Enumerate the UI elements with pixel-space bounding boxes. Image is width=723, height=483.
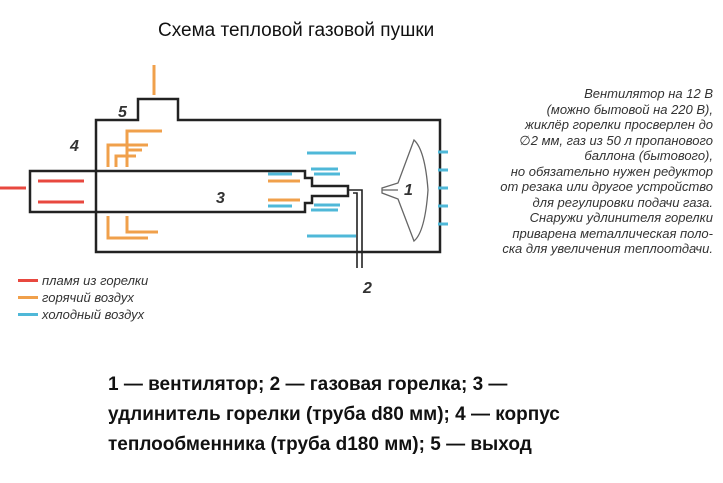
caption-line: удлинитель горелки (труба d80 мм); 4 — к… <box>108 404 560 425</box>
legend-label: горячий воздух <box>42 290 134 305</box>
caption-line: теплообменника (труба d180 мм); 5 — выхо… <box>108 434 532 455</box>
note-line: Вентилятор на 12 В <box>584 86 713 101</box>
diagram-title: Схема тепловой газовой пушки <box>158 20 435 41</box>
legend: пламя из горелки горячий воздух холодный… <box>18 272 148 323</box>
note-line: для регулировки подачи газа. <box>532 194 713 210</box>
note-line: жиклёр горелки просверлен до <box>524 117 713 132</box>
legend-item-cold-air: холодный воздух <box>18 306 148 323</box>
technical-note: Вентилятор на 12 В (можно бытовой на 220… <box>453 86 713 257</box>
legend-item-flame: пламя из горелки <box>18 272 148 289</box>
legend-swatch-hot-air <box>18 296 38 299</box>
caption-line: 1 — вентилятор; 2 — газовая горелка; 3 — <box>108 374 508 395</box>
note-line: от резака или другое устройство <box>500 179 713 194</box>
cold-air-lines <box>268 150 448 238</box>
label-extension: 3 <box>216 190 225 207</box>
note-line: но обязательно нужен редуктор <box>510 163 713 179</box>
legend-swatch-cold-air <box>18 313 38 316</box>
note-line: баллона (бытового), <box>584 148 713 163</box>
legend-swatch-flame <box>18 279 38 282</box>
fan <box>381 138 429 243</box>
figure-caption: 1 — вентилятор; 2 — газовая горелка; 3 —… <box>108 370 560 460</box>
legend-item-hot-air: горячий воздух <box>18 289 148 306</box>
heat-exchanger-housing <box>94 97 442 254</box>
note-line: ска для увеличения теплоотдачи. <box>502 241 713 256</box>
note-line: приварена металлическая поло- <box>512 225 713 241</box>
note-line: ∅2 мм, газ из 50 л пропанового <box>519 132 713 148</box>
hot-air-lines <box>106 65 300 240</box>
legend-label: пламя из горелки <box>42 273 149 288</box>
label-fan: 1 <box>404 182 413 199</box>
label-burner: 2 <box>362 280 372 297</box>
note-line: Снаружи удлинителя горелки <box>529 210 713 225</box>
note-line: (можно бытовой на 220 В), <box>546 101 713 117</box>
label-outlet: 5 <box>118 104 128 121</box>
gas-burner-pipe <box>348 189 363 268</box>
flame-lines <box>0 179 84 204</box>
burner-extension-tube <box>28 169 350 214</box>
legend-label: холодный воздух <box>42 307 145 322</box>
label-housing: 4 <box>69 138 79 155</box>
